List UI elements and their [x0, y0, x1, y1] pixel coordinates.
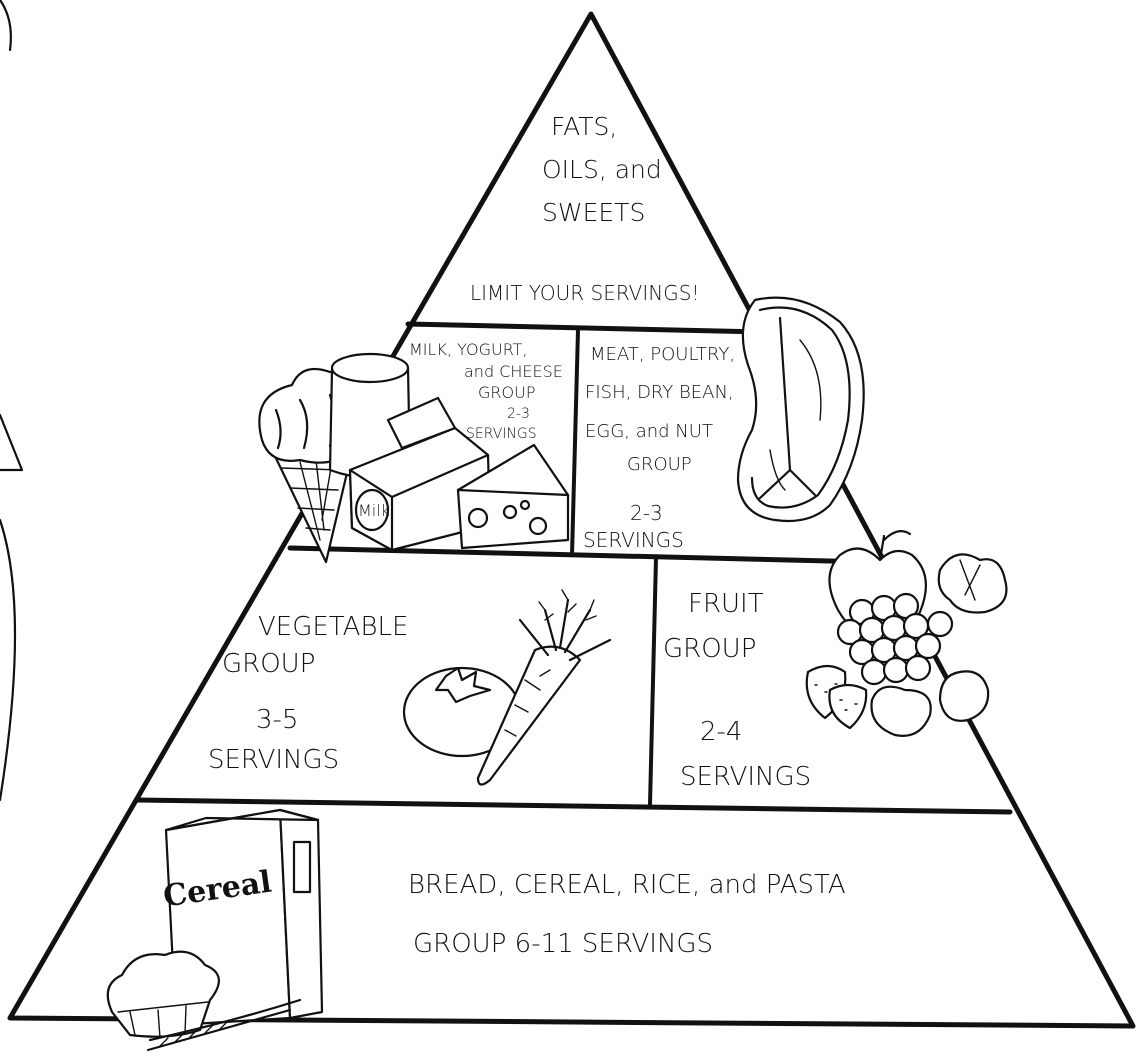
- protein-heading-line2: FISH, DRY BEAN,: [585, 382, 734, 403]
- tier-grain: BREAD, CEREAL, RICE, and PASTA GROUP 6-1…: [106, 808, 846, 1052]
- dairy-heading-line1: MILK, YOGURT,: [409, 340, 528, 359]
- pyramid-outline: [7, 11, 1136, 1029]
- fruit-serving-unit: SERVINGS: [680, 762, 811, 792]
- cheese-wedge-icon: [456, 443, 570, 550]
- grain-heading-line1: BREAD, CEREAL, RICE, and PASTA: [408, 870, 846, 900]
- vegetable-serving-unit: SERVINGS: [208, 745, 339, 775]
- apple-icon: [870, 670, 990, 737]
- vegetable-serving-count: 3-5: [256, 705, 298, 735]
- tier-protein: MEAT, POULTRY, FISH, DRY BEAN, EGG, and …: [583, 296, 865, 552]
- fruit-heading-line1: FRUIT: [688, 589, 764, 619]
- tier-fats-oils-sweets: FATS, OILS, and SWEETS LIMIT YOUR SERVIN…: [470, 112, 699, 305]
- protein-serving-count: 2-3: [630, 501, 663, 525]
- protein-serving-unit: SERVINGS: [583, 528, 684, 552]
- tier-fruit: FRUIT GROUP 2-4 SERVINGS: [663, 529, 1008, 792]
- limit-servings-note: LIMIT YOUR SERVINGS!: [470, 281, 699, 305]
- tier-vegetable: VEGETABLE GROUP 3-5 SERVINGS: [208, 589, 612, 786]
- steak-icon: [736, 296, 865, 523]
- dairy-heading-line2: and CHEESE: [464, 362, 563, 381]
- fats-heading-line1: FATS,: [551, 112, 617, 141]
- milk-carton-icon: Milk: [348, 396, 492, 552]
- carrot-icon: [476, 589, 612, 786]
- protein-heading-line3: EGG, and NUT: [585, 421, 713, 442]
- fruit-heading-line2: GROUP: [663, 634, 756, 664]
- fruit-serving-count: 2-4: [700, 717, 742, 747]
- protein-heading-line4: GROUP: [627, 454, 692, 475]
- fats-heading-line2: OILS, and: [542, 155, 662, 184]
- grain-heading-line2: GROUP 6-11 SERVINGS: [413, 929, 713, 959]
- drink-cup-icon: [328, 352, 412, 479]
- grapes-icon: [836, 553, 1008, 686]
- dairy-heading-line3: GROUP: [478, 383, 535, 402]
- vegetable-heading-line2: GROUP: [222, 649, 315, 679]
- fats-heading-line3: SWEETS: [542, 198, 645, 227]
- vegetable-heading-line1: VEGETABLE: [258, 612, 408, 642]
- milk-carton-label: Milk: [358, 501, 390, 520]
- tier-dairy: MILK, YOGURT, and CHEESE GROUP 2-3 SERVI…: [258, 340, 570, 564]
- left-edge-fragments: [0, 0, 24, 802]
- strawberry-icon: [805, 664, 868, 730]
- protein-heading-line1: MEAT, POULTRY,: [590, 344, 735, 365]
- muffin-icon: [106, 950, 220, 1039]
- dairy-serving-unit: SERVINGS: [466, 426, 537, 442]
- wheat-stalk-icon: [146, 998, 302, 1052]
- dairy-serving-count: 2-3: [507, 406, 530, 422]
